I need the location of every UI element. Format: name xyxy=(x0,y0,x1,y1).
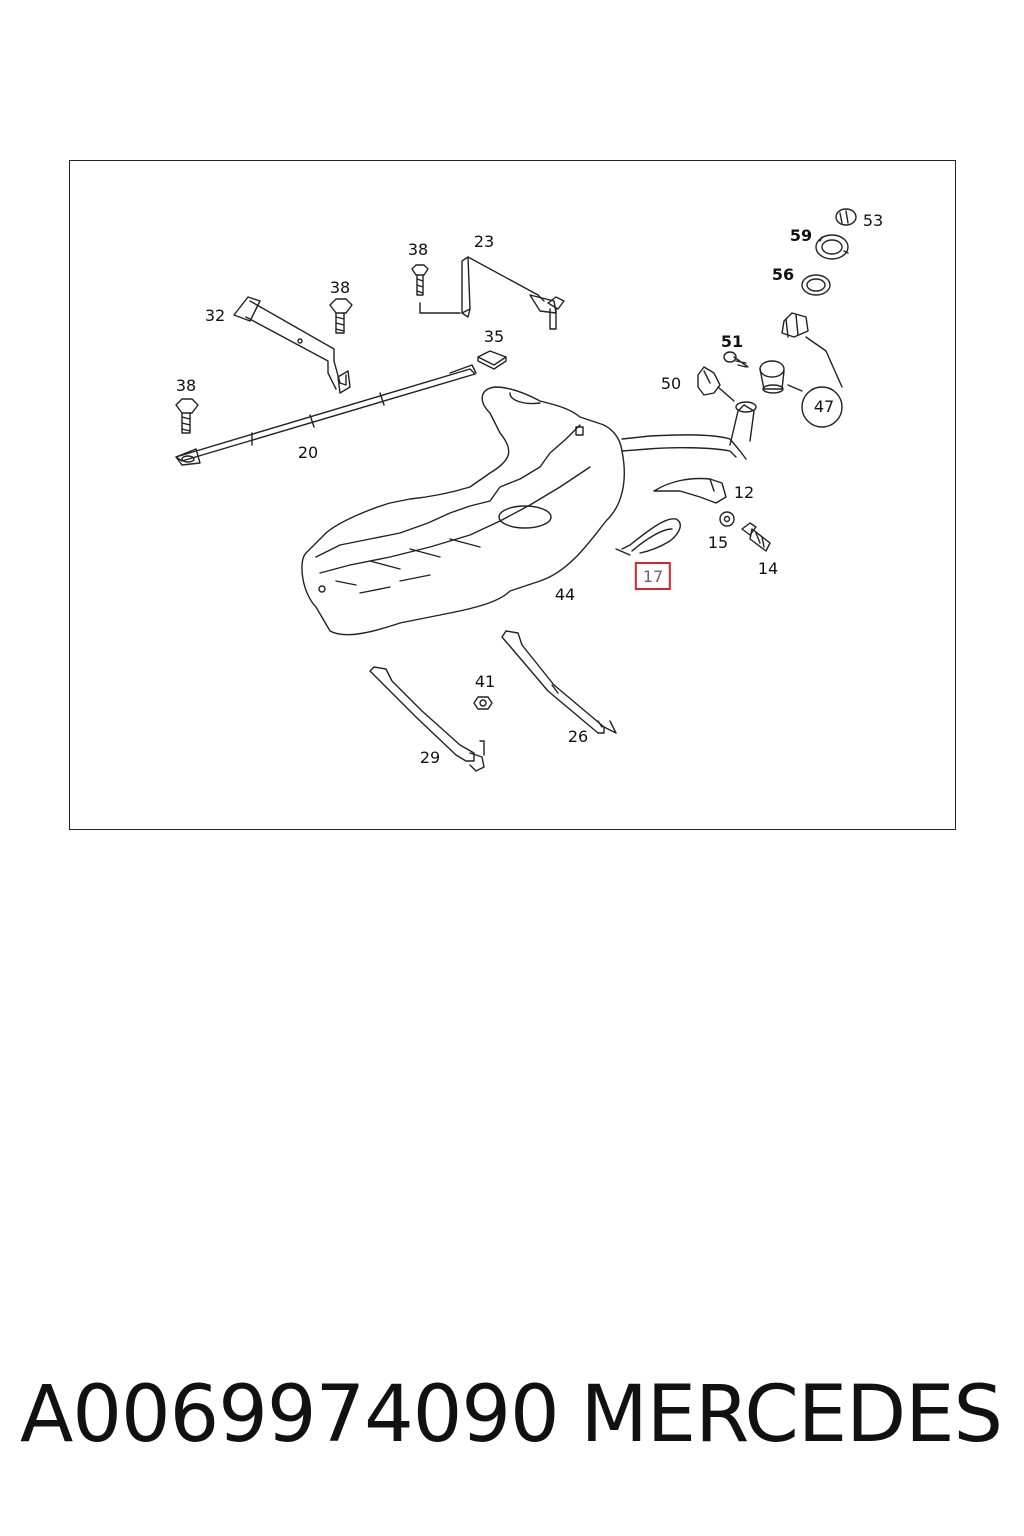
filler-neck-47 xyxy=(759,312,843,428)
strap-26 xyxy=(501,630,617,734)
callout-14: 14 xyxy=(757,559,779,578)
callout-51: 51 xyxy=(720,332,744,351)
callout-26: 26 xyxy=(567,727,589,746)
callout-20: 20 xyxy=(297,443,319,462)
callout-50: 50 xyxy=(660,374,682,393)
part-50 xyxy=(697,366,721,396)
screw-51 xyxy=(723,351,749,368)
callout-44: 44 xyxy=(554,585,576,604)
callout-53: 53 xyxy=(862,211,884,230)
brand-name: MERCEDES xyxy=(580,1370,1003,1460)
footer: A0069974090 MERCEDES xyxy=(0,1370,1024,1480)
hose-clamp-17 xyxy=(615,518,681,556)
pad-35 xyxy=(477,350,507,370)
bolt-38-top xyxy=(411,264,429,296)
callout-38-middle: 38 xyxy=(329,278,351,297)
callout-29: 29 xyxy=(419,748,441,767)
callout-56: 56 xyxy=(771,265,795,284)
callout-35: 35 xyxy=(483,327,505,346)
filler-pipe xyxy=(621,401,757,460)
bolt-on-bracket-23 xyxy=(547,296,565,330)
bolt-38-middle xyxy=(329,298,353,334)
seal-ring-56 xyxy=(801,274,831,296)
callout-23: 23 xyxy=(473,232,495,251)
callout-17-highlighted[interactable]: 17 xyxy=(634,562,672,590)
bracket-12 xyxy=(653,477,727,504)
callout-32: 32 xyxy=(204,306,226,325)
nut-41 xyxy=(473,696,493,710)
bolt-38-left xyxy=(175,398,199,434)
callout-47: 47 xyxy=(813,397,835,416)
callout-15: 15 xyxy=(707,533,729,552)
fuel-tank-exploded-diagram xyxy=(175,208,857,772)
bracket-32 xyxy=(233,296,351,394)
tank-strap-20 xyxy=(175,364,477,466)
strap-29 xyxy=(369,666,485,772)
parts-diagram-frame: 53 59 56 23 38 38 32 35 51 50 47 38 20 1… xyxy=(69,160,956,830)
part-number: A0069974090 xyxy=(20,1370,560,1460)
cap-53 xyxy=(835,208,857,226)
bracket-23 xyxy=(419,256,557,318)
callout-41: 41 xyxy=(474,672,496,691)
callout-59: 59 xyxy=(789,226,813,245)
callout-12: 12 xyxy=(733,483,755,502)
fuel-tank-part-44 xyxy=(301,386,625,636)
washer-15 xyxy=(719,511,735,527)
lock-ring-59 xyxy=(815,234,849,260)
callout-38-top: 38 xyxy=(407,240,429,259)
callout-38-left: 38 xyxy=(175,376,197,395)
bolt-14 xyxy=(741,522,771,552)
